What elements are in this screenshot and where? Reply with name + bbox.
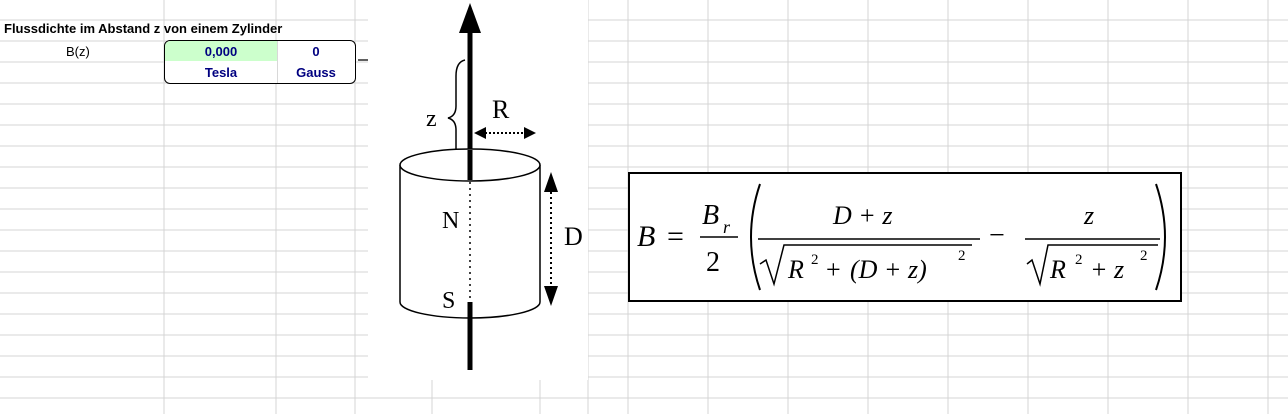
tesla-unit-label: Tesla <box>204 65 238 80</box>
formula-equals: = <box>667 220 684 253</box>
label-s: S <box>442 288 455 314</box>
formula-plus: + <box>826 255 841 284</box>
formula-num2: z <box>1083 201 1094 230</box>
formula-minus: − <box>989 220 1005 251</box>
formula-num1: D + z <box>832 201 892 230</box>
gauss-unit-label: Gauss <box>296 65 336 80</box>
label-d: D <box>564 222 583 251</box>
formula-box: B = B r 2 D + z R 2 + (D + z) 2 − z R 2 … <box>628 172 1182 302</box>
formula-two: 2 <box>706 247 720 278</box>
sheet-title: Flussdichte im Abstand z von einem Zylin… <box>4 21 283 36</box>
formula-sq3: 2 <box>1075 252 1083 268</box>
tesla-value-cell[interactable] <box>165 41 277 61</box>
formula-plus-z: + z <box>1090 255 1124 284</box>
row-label-bz: B(z) <box>66 44 90 59</box>
result-box: 0,000 0 Tesla Gauss <box>164 40 356 84</box>
formula-sq4: 2 <box>1140 248 1148 264</box>
axis-arrowhead <box>459 3 481 33</box>
label-r: R <box>492 95 510 124</box>
cylinder-diagram: z R N S D <box>368 0 588 380</box>
formula-b: B <box>637 220 655 253</box>
formula-r2: R <box>1049 255 1066 284</box>
label-z: z <box>426 106 437 132</box>
formula-r-subscript: r <box>723 217 731 237</box>
gauss-value[interactable]: 0 <box>312 44 320 59</box>
cell-divider <box>277 41 278 83</box>
formula-r1: R <box>787 255 804 284</box>
label-n: N <box>442 208 459 234</box>
formula-br: B <box>702 200 719 231</box>
formula-sq1: 2 <box>811 252 819 268</box>
tesla-value[interactable]: 0,000 <box>204 44 238 59</box>
formula-sq2: 2 <box>958 248 966 264</box>
formula-dz: (D + z) <box>850 255 927 284</box>
